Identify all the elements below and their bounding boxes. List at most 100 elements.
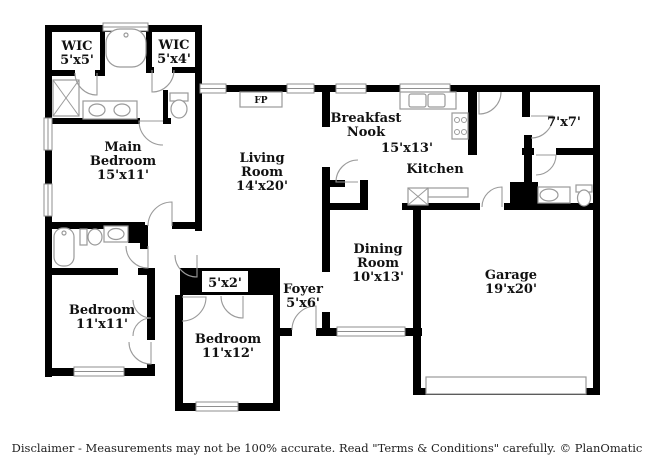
wall <box>195 25 202 231</box>
wall <box>522 92 530 117</box>
door-swing <box>535 154 557 176</box>
wall <box>195 85 600 92</box>
wall <box>322 167 330 272</box>
wall <box>52 118 140 124</box>
kitchen-sink <box>408 93 427 108</box>
room-label-bedroom-b: Bedroom <box>195 332 262 347</box>
wall <box>593 85 600 395</box>
vanity-sink <box>88 103 106 117</box>
room-dims-bedroom-a: 11'x11' <box>76 317 128 332</box>
garage-entry-door-swing <box>481 186 503 208</box>
room-label-breakfast-nook: Breakfast <box>331 111 402 126</box>
wall <box>45 222 145 229</box>
room-labels: WIC 5'x5' WIC 5'x4' Main Bedroom 15'x11'… <box>60 38 581 361</box>
room-label-dining-room: Dining <box>353 242 402 257</box>
vanity-sink <box>113 103 131 117</box>
linen-closet-box <box>128 225 148 243</box>
wall <box>452 203 480 210</box>
room-label-living-room: Living <box>239 151 284 166</box>
wall <box>504 203 600 210</box>
tub-faucet <box>123 32 129 38</box>
wall <box>146 25 152 73</box>
toilet <box>576 189 592 207</box>
bathtub <box>105 28 147 68</box>
room-dims-bedroom-b: 11'x12' <box>202 346 254 361</box>
stove-burner <box>454 117 460 123</box>
wall <box>100 25 105 75</box>
wall <box>175 295 183 411</box>
room-label-foyer: Foyer <box>283 282 323 297</box>
wall <box>360 180 368 210</box>
door-swing <box>530 115 554 139</box>
wall <box>163 118 171 124</box>
doors <box>74 69 557 365</box>
room-label-garage: Garage <box>485 268 537 283</box>
disclaimer-text: Disclaimer - Measurements may not be 100… <box>12 441 643 455</box>
door-swing <box>220 295 244 319</box>
toilet <box>170 99 188 119</box>
room-dims-dining-room: 10'x13' <box>352 270 404 285</box>
wall <box>138 268 148 275</box>
room-label-breakfast-nook-2: Nook <box>347 125 386 140</box>
wall <box>273 268 280 411</box>
closet-label-box <box>202 271 248 292</box>
kitchen-bar-counter <box>427 187 469 198</box>
room-dims-wic-left: 5'x5' <box>60 53 94 68</box>
bathtub <box>53 227 75 267</box>
garage-door <box>425 376 587 395</box>
windows <box>43 22 451 412</box>
shower-glass <box>52 79 80 117</box>
fireplace-label: FP <box>254 96 267 106</box>
door-swing <box>147 201 173 227</box>
wall <box>322 85 330 127</box>
toilet-tank <box>79 228 88 246</box>
room-label-main-bedroom-2: Bedroom <box>90 154 157 169</box>
door-swing <box>335 159 359 183</box>
closet-door-swing <box>132 317 152 337</box>
sink <box>107 227 125 241</box>
room-label-wic-right: WIC <box>157 38 189 53</box>
door-swing <box>128 341 152 365</box>
stove-burner <box>461 117 467 123</box>
stove-burner <box>454 129 460 135</box>
storage-box <box>510 182 538 205</box>
wall <box>468 85 477 155</box>
room-dims-breakfast-nook: 15'x13' <box>381 141 433 156</box>
wall <box>322 312 330 328</box>
room-dims-garage: 19'x20' <box>485 282 537 297</box>
wall <box>556 148 600 155</box>
wall <box>402 203 452 210</box>
fixtures <box>52 28 593 395</box>
wall <box>330 180 345 187</box>
room-dims-living-room: 14'x20' <box>236 179 288 194</box>
wall <box>147 268 155 340</box>
door-swing <box>478 91 502 115</box>
room-dims-storage: 7'x7' <box>547 115 581 130</box>
wall <box>413 203 421 395</box>
wall <box>524 135 532 205</box>
room-label-dining-room-2: Room <box>357 256 399 271</box>
water-heater-mark <box>407 187 429 206</box>
room-label-main-bedroom: Main <box>104 140 142 155</box>
door-swing <box>125 245 149 269</box>
wall <box>163 90 168 118</box>
wall <box>316 328 330 336</box>
room-label-wic-left: WIC <box>60 39 92 54</box>
wall <box>52 70 75 76</box>
kitchen-sink <box>427 93 446 108</box>
room-dims-foyer: 5'x6' <box>286 296 320 311</box>
wall <box>172 67 202 73</box>
stove-burner <box>461 129 467 135</box>
wall <box>95 70 105 76</box>
wall <box>280 328 292 336</box>
door-swing <box>174 254 198 278</box>
room-label-living-room-2: Room <box>241 165 283 180</box>
front-door-swing <box>291 305 317 331</box>
room-dims-main-bedroom: 15'x11' <box>97 168 149 183</box>
room-dims-wic-right: 5'x4' <box>157 52 191 67</box>
tub-faucet <box>61 230 67 236</box>
stove <box>451 112 469 140</box>
wall <box>330 203 368 210</box>
